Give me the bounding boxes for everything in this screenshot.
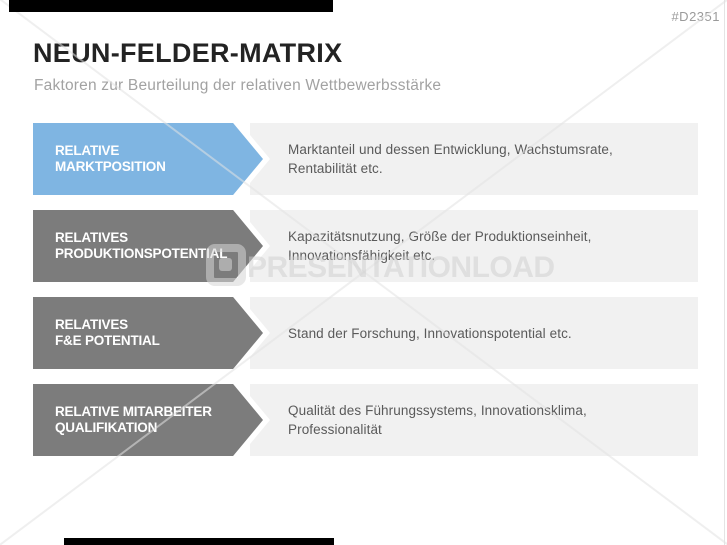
description-panel: Kapazitätsnutzung, Größe der Produktions… (250, 210, 698, 282)
matrix-row-marktposition: Marktanteil und dessen Entwicklung, Wach… (0, 123, 727, 195)
arrow-shape: RELATIVES F&E POTENTIAL (33, 297, 263, 369)
description-line: Kapazitätsnutzung, Größe der Produktions… (288, 229, 592, 244)
description-line: Professionalität (288, 422, 382, 437)
page-title: NEUN-FELDER-MATRIX (33, 38, 343, 68)
slide-id-label: #D2351 (671, 9, 720, 24)
description-line: Stand der Forschung, Innovationspotentia… (288, 325, 572, 341)
arrow-label-line: PRODUKTIONSPOTENTIAL (55, 246, 228, 261)
matrix-row-produktionspotential: Kapazitätsnutzung, Größe der Produktions… (0, 210, 727, 282)
arrow-shape: RELATIVE MITARBEITER QUALIFIKATION (33, 384, 263, 456)
description-panel: Stand der Forschung, Innovationspotentia… (250, 297, 698, 369)
arrow-label-line: MARKTPOSITION (55, 159, 166, 174)
arrow-label-line: QUALIFIKATION (55, 420, 158, 435)
matrix-row-mitarbeiterqualifikation: Qualität des Führungssystems, Innovation… (0, 384, 727, 456)
description-line: Qualität des Führungssystems, Innovation… (288, 403, 587, 418)
arrow-label-line: F&E POTENTIAL (55, 333, 160, 348)
bottom-crop-bar (64, 538, 334, 545)
arrow-label-line: RELATIVE (55, 143, 120, 158)
description-line: Marktanteil und dessen Entwicklung, Wach… (288, 142, 613, 157)
slide-right-edge-divider (724, 0, 725, 545)
arrow-label-line: RELATIVES (55, 317, 128, 332)
arrow-shape: RELATIVE MARKTPOSITION (33, 123, 263, 195)
description-line: Innovationsfähigkeit etc. (288, 248, 436, 263)
arrow-label-line: RELATIVE MITARBEITER (55, 404, 212, 419)
page-subtitle: Faktoren zur Beurteilung der relativen W… (34, 77, 442, 94)
description-line: Rentabilität etc. (288, 161, 383, 176)
arrow-shape: RELATIVES PRODUKTIONSPOTENTIAL (33, 210, 263, 282)
arrow-label-line: RELATIVES (55, 230, 128, 245)
description-panel: Marktanteil und dessen Entwicklung, Wach… (250, 123, 698, 195)
matrix-row-fe-potential: Stand der Forschung, Innovationspotentia… (0, 297, 727, 369)
top-crop-bar (9, 0, 333, 12)
description-panel: Qualität des Führungssystems, Innovation… (250, 384, 698, 456)
